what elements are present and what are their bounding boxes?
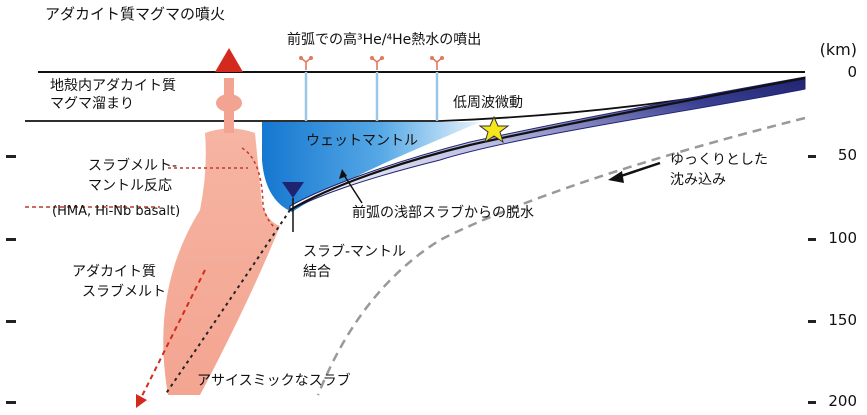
fluid-pathways bbox=[304, 72, 439, 121]
volcano-triangle bbox=[215, 48, 243, 72]
dehydration-leader bbox=[341, 171, 363, 204]
right-tick-mark-200 bbox=[808, 401, 816, 404]
label-dehydration: 前弧の浅部スラブからの脱水 bbox=[352, 205, 534, 221]
adakite-slab-melt-region bbox=[163, 128, 280, 395]
wet-mantle-region bbox=[262, 122, 480, 212]
depth-tick-100: 100 bbox=[828, 229, 857, 247]
crustal-magma-reservoir bbox=[216, 94, 242, 112]
depth-axis-unit: (km) bbox=[819, 40, 857, 59]
slow-subduction-arrow-shaft bbox=[617, 161, 661, 179]
label-adakite-slab-melt-1: アダカイト質 bbox=[72, 264, 156, 280]
right-tick-mark-50 bbox=[808, 155, 816, 158]
label-adakite-slab-melt-2: スラブメルト bbox=[82, 284, 166, 300]
label-slow-subduction-1: ゆっくりとした bbox=[670, 152, 768, 168]
slow-subduction-arrowhead bbox=[608, 171, 624, 183]
right-tick-mark-100 bbox=[808, 238, 816, 241]
label-adakite-volcano: アダカイト質マグマの噴火 bbox=[45, 5, 226, 23]
slab-top-surface bbox=[289, 76, 806, 211]
right-tick-mark-150 bbox=[808, 320, 816, 323]
label-crustal-reservoir-1: 地殻内アダカイト質 bbox=[50, 78, 176, 94]
left-tick-mark-100 bbox=[6, 238, 16, 241]
label-slab-melt-reaction-1: スラブメルト- bbox=[88, 158, 178, 174]
label-crustal-reservoir-2: マグマ溜まり bbox=[50, 96, 134, 112]
label-slab-mantle-coupling-2: 結合 bbox=[303, 264, 331, 280]
depth-tick-50: 50 bbox=[837, 146, 857, 164]
label-slab-melt-reaction-2: マントル反応 bbox=[88, 178, 172, 194]
depth-tick-150: 150 bbox=[828, 311, 857, 329]
melt-mantle-reaction-outline bbox=[241, 147, 276, 229]
slab-mantle-coupling-marker bbox=[282, 182, 304, 198]
depth-tick-0: 0 bbox=[847, 63, 857, 81]
label-slow-subduction-2: 沈み込み bbox=[670, 172, 726, 188]
vent-dots bbox=[299, 56, 444, 60]
slab-bottom-dashed bbox=[316, 116, 806, 396]
left-tick-mark-150 bbox=[6, 320, 16, 323]
label-slab-mantle-coupling-1: スラブ-マントル bbox=[303, 244, 407, 260]
slab-melt-arrowhead bbox=[136, 394, 147, 408]
left-tick-mark-200 bbox=[6, 401, 16, 404]
left-tick-mark-50 bbox=[6, 155, 16, 158]
label-forearc-he: 前弧での高³He/⁴He熱水の噴出 bbox=[287, 32, 482, 48]
label-aseismic-slab: アサイスミックなスラブ bbox=[197, 373, 351, 389]
label-wet-mantle: ウェットマントル bbox=[306, 133, 418, 149]
slab-melt-arrow bbox=[139, 269, 206, 401]
label-hma-basalt: (HMA, Hi-Nb basalt) bbox=[52, 204, 181, 219]
forearc-vents bbox=[300, 57, 443, 70]
tremor-star-icon bbox=[478, 115, 510, 144]
dehydration-arrowhead bbox=[339, 169, 347, 179]
label-low-freq-tremor: 低周波微動 bbox=[453, 95, 523, 111]
depth-tick-200: 200 bbox=[828, 392, 857, 410]
